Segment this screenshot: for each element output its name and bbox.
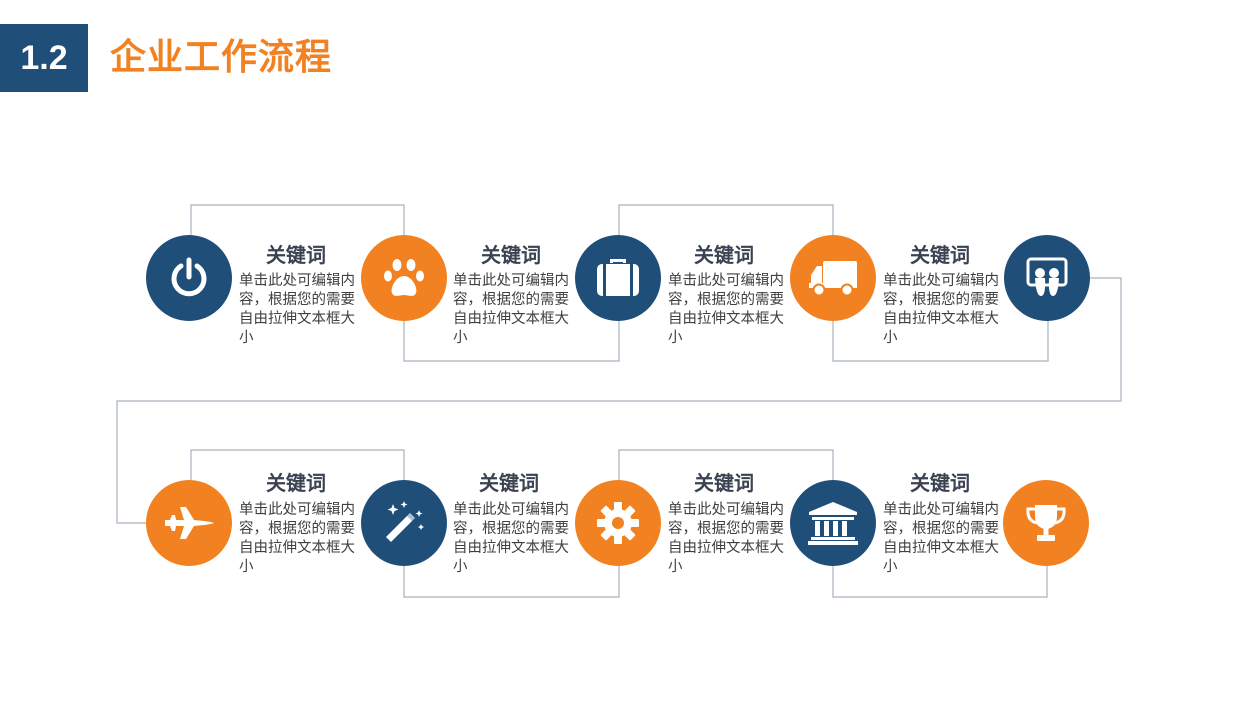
- gear-icon: [595, 500, 641, 546]
- step-3-title: 关键词: [694, 243, 754, 267]
- step-9-circle: [790, 480, 876, 566]
- paw-icon: [380, 254, 428, 302]
- step-4-circle: [790, 235, 876, 321]
- connector-top-2: [403, 320, 620, 362]
- step-1-description: 单击此处可编辑内容，根据您的需要自由拉伸文本框大小: [239, 273, 355, 346]
- connector-bottom-1: [190, 449, 405, 481]
- step-8-title: 关键词: [694, 471, 754, 495]
- step-6-description: 单击此处可编辑内容，根据您的需要自由拉伸文本框大小: [239, 502, 355, 575]
- step-1-title: 关键词: [266, 243, 326, 267]
- step-8-circle: [575, 480, 661, 566]
- step-2-description: 单击此处可编辑内容，根据您的需要自由拉伸文本框大小: [453, 273, 569, 346]
- step-9-description: 单击此处可编辑内容，根据您的需要自由拉伸文本框大小: [883, 502, 999, 575]
- step-6-title: 关键词: [266, 471, 326, 495]
- step-3-circle: [575, 235, 661, 321]
- step-4-title: 关键词: [910, 243, 970, 267]
- step-4-description: 单击此处可编辑内容，根据您的需要自由拉伸文本框大小: [883, 273, 999, 346]
- step-1-circle: [146, 235, 232, 321]
- bank-icon: [807, 500, 859, 546]
- step-9-title: 关键词: [910, 471, 970, 495]
- connector-top-4: [832, 320, 1049, 362]
- connector-bottom-4: [832, 565, 1048, 598]
- connector-row-link: [116, 277, 1122, 524]
- step-7-circle: [361, 480, 447, 566]
- step-2-title: 关键词: [481, 243, 541, 267]
- power-icon: [166, 255, 212, 301]
- briefcase-icon: [593, 255, 643, 301]
- truck-icon: [807, 257, 859, 299]
- step-7-title: 关键词: [479, 471, 539, 495]
- step-8-description: 单击此处可编辑内容，根据您的需要自由拉伸文本框大小: [668, 502, 784, 575]
- step-2-circle: [361, 235, 447, 321]
- step-5-circle: [1004, 235, 1090, 321]
- step-7-description: 单击此处可编辑内容，根据您的需要自由拉伸文本框大小: [453, 502, 569, 575]
- magic-wand-icon: [379, 498, 429, 548]
- page-title: 企业工作流程: [110, 37, 333, 78]
- slideshare-icon: [1025, 256, 1069, 300]
- connector-bottom-2: [403, 565, 620, 598]
- section-number-badge: 1.2: [0, 24, 88, 92]
- step-3-description: 单击此处可编辑内容，根据您的需要自由拉伸文本框大小: [668, 273, 784, 346]
- fighter-jet-icon: [162, 503, 216, 543]
- connector-top-3: [618, 204, 834, 236]
- step-6-circle: [146, 480, 232, 566]
- connector-bottom-3: [618, 449, 834, 481]
- step-10-circle: [1003, 480, 1089, 566]
- connector-top-1: [190, 204, 405, 236]
- trophy-icon: [1023, 500, 1069, 546]
